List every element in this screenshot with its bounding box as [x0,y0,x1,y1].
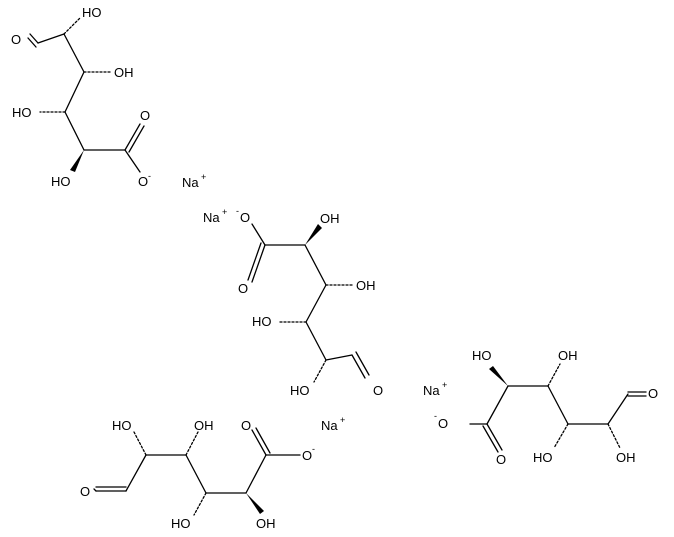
hydroxyl-label: HO [252,314,272,329]
svg-text:Na: Na [423,383,440,398]
svg-text:Na: Na [182,175,199,190]
sodium-ion-2: Na + [203,207,227,225]
carbonyl-oxygen: O [496,452,506,467]
hydroxyl-label: OH [114,65,134,80]
svg-text:Na: Na [203,210,220,225]
sodium-ion-4: Na + [423,380,447,398]
aldehyde-oxygen: O [373,383,383,398]
hydroxyl-label: HO [51,174,71,189]
hydroxyl-label: OH [558,348,578,363]
hydroxyl-label: OH [256,516,276,531]
glucuronate-molecule-3: - O O HO OH HO OH O [434,348,658,467]
carbonyl-oxygen: O [140,108,150,123]
sodium-ion-3: Na + [321,415,345,433]
negative-charge: - [236,206,239,216]
svg-text:+: + [222,207,227,217]
carbonyl-oxygen: O [241,418,251,433]
hydroxyl-label: OH [320,211,340,226]
glucuronate-molecule-1: O HO OH HO HO O O - [11,5,151,189]
aldehyde-oxygen: O [11,32,21,47]
aldehyde-oxygen: O [648,386,658,401]
hydroxyl-label: OH [194,418,214,433]
carboxylate-oxygen: O [302,448,312,463]
carboxylate-oxygen: O [438,416,448,431]
glucuronate-molecule-4: O HO OH HO OH O O - [80,418,315,531]
carboxylate-oxygen: O [240,210,250,225]
svg-text:+: + [201,172,206,182]
svg-text:+: + [442,380,447,390]
svg-text:+: + [340,415,345,425]
negative-charge: - [312,444,315,454]
hydroxyl-label: HO [290,383,310,398]
negative-charge: - [434,411,437,421]
carbonyl-oxygen: O [238,281,248,296]
hydroxyl-label: HO [533,450,553,465]
hydroxyl-label: HO [12,105,32,120]
sodium-ion-1: Na + [182,172,206,190]
hydroxyl-label: HO [82,5,102,20]
hydroxyl-label: HO [171,516,191,531]
hydroxyl-label: OH [616,450,636,465]
glucuronate-molecule-2: O - O OH OH HO HO O [236,206,383,398]
svg-text:Na: Na [321,418,338,433]
carboxylate-oxygen: O [138,174,148,189]
aldehyde-oxygen: O [80,484,90,499]
hydroxyl-label: OH [356,278,376,293]
hydroxyl-label: HO [112,418,132,433]
negative-charge: - [148,171,151,181]
hydroxyl-label: HO [472,348,492,363]
